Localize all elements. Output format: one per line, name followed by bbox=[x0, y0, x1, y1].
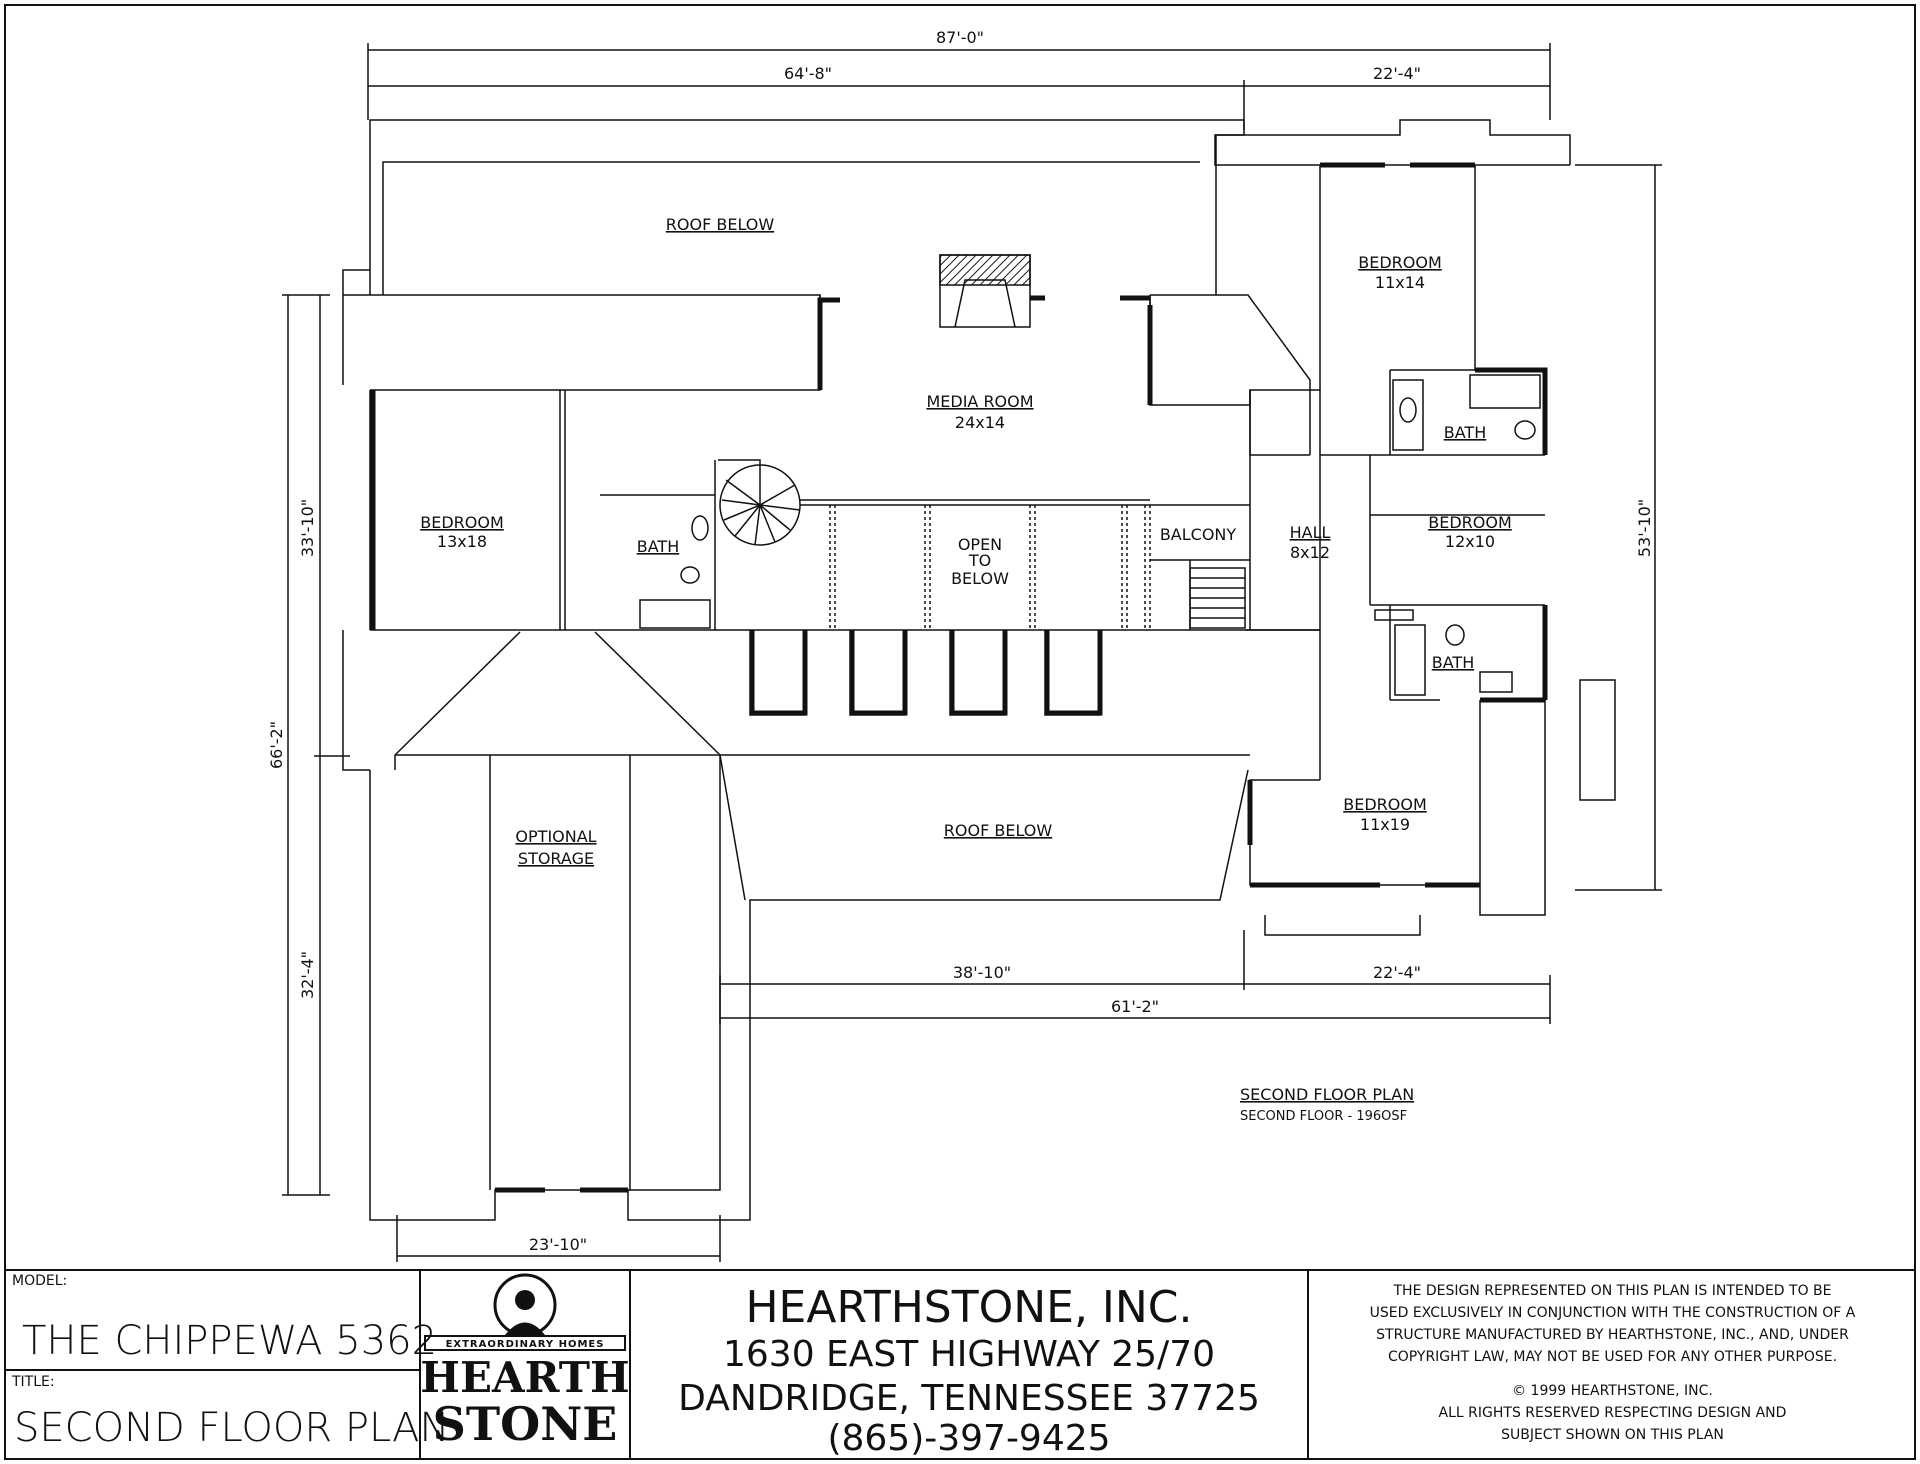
dimension-labels: 87'-0" 64'-8" 22'-4" 33'-10" 66'-2" 32'-… bbox=[267, 28, 1654, 1254]
dim-right-height: 53'-10" bbox=[1635, 499, 1654, 557]
dim-left-upper-height: 33'-10" bbox=[298, 499, 317, 557]
dim-left-lower-height: 32'-4" bbox=[298, 951, 317, 999]
title-label: TITLE: bbox=[12, 1374, 55, 1390]
bedroom-top-right-size: 11x14 bbox=[1375, 273, 1425, 292]
room-labels: ROOF BELOW MEDIA ROOM 24x14 BEDROOM 13x1… bbox=[420, 215, 1512, 868]
spiral-stair bbox=[718, 459, 801, 546]
rights-line-2: SUBJECT SHOWN ON THIS PLAN bbox=[1501, 1427, 1724, 1443]
roof-below-top-label: ROOF BELOW bbox=[666, 215, 775, 234]
rights-line-1: ALL RIGHTS RESERVED RESPECTING DESIGN AN… bbox=[1438, 1405, 1787, 1421]
company-address1: 1630 EAST HIGHWAY 25/70 bbox=[722, 1334, 1215, 1375]
model-label: MODEL: bbox=[12, 1273, 68, 1289]
hearthstone-logo: EXTRAORDINARY HOMES HEARTH STONE bbox=[420, 1273, 630, 1451]
dimension-lines bbox=[282, 43, 1662, 1262]
bedroom-mid-right-label: BEDROOM bbox=[1428, 513, 1512, 532]
company-name: HEARTHSTONE, INC. bbox=[745, 1282, 1193, 1333]
logo-line1: HEARTH bbox=[420, 1353, 629, 1402]
open-to-below-railings bbox=[829, 505, 1151, 630]
title-value: SECOND FLOOR PLAN bbox=[14, 1405, 450, 1451]
open-to-below-line1: OPEN bbox=[958, 535, 1002, 554]
notice-line-3: STRUCTURE MANUFACTURED BY HEARTHSTONE, I… bbox=[1376, 1327, 1849, 1343]
optional-storage-line1: OPTIONAL bbox=[515, 827, 596, 846]
dim-top-right-width: 22'-4" bbox=[1373, 64, 1421, 83]
optional-storage-line2: STORAGE bbox=[518, 849, 594, 868]
right-wing-walls bbox=[1214, 119, 1616, 936]
open-to-below-line3: BELOW bbox=[951, 569, 1009, 588]
hall-size: 8x12 bbox=[1290, 543, 1330, 562]
left-bath-fixtures bbox=[639, 515, 711, 629]
bedroom-mid-right-size: 12x10 bbox=[1445, 532, 1495, 551]
copyright-notice: THE DESIGN REPRESENTED ON THIS PLAN IS I… bbox=[1310, 1280, 1915, 1446]
copyright-line: © 1999 HEARTHSTONE, INC. bbox=[1512, 1383, 1713, 1399]
roof-outline-top bbox=[342, 119, 1245, 385]
notice-line-1: THE DESIGN REPRESENTED ON THIS PLAN IS I… bbox=[1393, 1283, 1832, 1299]
media-room-size: 24x14 bbox=[955, 413, 1005, 432]
fireplace bbox=[939, 254, 1031, 328]
right-bath-fixtures bbox=[1374, 374, 1541, 696]
hall-label: HALL bbox=[1290, 523, 1331, 542]
logo-tagline: EXTRAORDINARY HOMES bbox=[446, 1339, 605, 1350]
dim-garage-width: 23'-10" bbox=[529, 1235, 587, 1254]
dim-bottom-right-width: 22'-4" bbox=[1373, 963, 1421, 982]
plan-caption-subtitle: SECOND FLOOR - 196OSF bbox=[1240, 1109, 1407, 1124]
bedroom-left-label: BEDROOM bbox=[420, 513, 504, 532]
media-room-label: MEDIA ROOM bbox=[926, 392, 1033, 411]
bedroom-top-right-label: BEDROOM bbox=[1358, 253, 1442, 272]
company-address2: DANDRIDGE, TENNESSEE 37725 bbox=[678, 1378, 1260, 1419]
bath-top-right-label: BATH bbox=[1444, 423, 1486, 442]
bath-left-label: BATH bbox=[637, 537, 679, 556]
dim-left-overall-height: 66'-2" bbox=[267, 721, 286, 769]
sheet-border bbox=[4, 4, 1916, 1460]
plan-caption-title: SECOND FLOOR PLAN bbox=[1240, 1085, 1414, 1104]
notice-line-2: USED EXCLUSIVELY IN CONJUNCTION WITH THE… bbox=[1369, 1305, 1856, 1321]
heavy-exterior-walls bbox=[370, 162, 1548, 1193]
model-value: THE CHIPPEWA 5362 bbox=[22, 1318, 438, 1364]
dim-top-left-width: 64'-8" bbox=[784, 64, 832, 83]
roof-below-bottom-label: ROOF BELOW bbox=[944, 821, 1053, 840]
lower-roof-and-wing bbox=[369, 630, 1250, 1221]
notice-line-4: COPYRIGHT LAW, MAY NOT BE USED FOR ANY O… bbox=[1387, 1349, 1838, 1365]
bedroom-bottom-right-label: BEDROOM bbox=[1343, 795, 1427, 814]
bath-lower-right-label: BATH bbox=[1432, 653, 1474, 672]
dim-bottom-overall-width: 61'-2" bbox=[1111, 997, 1159, 1016]
bedroom-bottom-right-size: 11x19 bbox=[1360, 815, 1410, 834]
balcony-label: BALCONY bbox=[1160, 525, 1237, 544]
logo-line2: STONE bbox=[433, 1397, 618, 1451]
dim-bottom-mid-width: 38'-10" bbox=[953, 963, 1011, 982]
balcony-stair bbox=[1189, 567, 1246, 629]
open-to-below-line2: TO bbox=[968, 551, 991, 570]
plan-caption: SECOND FLOOR PLAN SECOND FLOOR - 196OSF bbox=[1240, 1085, 1414, 1124]
bedroom-left-size: 13x18 bbox=[437, 532, 487, 551]
dim-overall-width: 87'-0" bbox=[936, 28, 984, 47]
company-phone: (865)-397-9425 bbox=[827, 1418, 1111, 1459]
title-block-frame bbox=[5, 1269, 1915, 1459]
